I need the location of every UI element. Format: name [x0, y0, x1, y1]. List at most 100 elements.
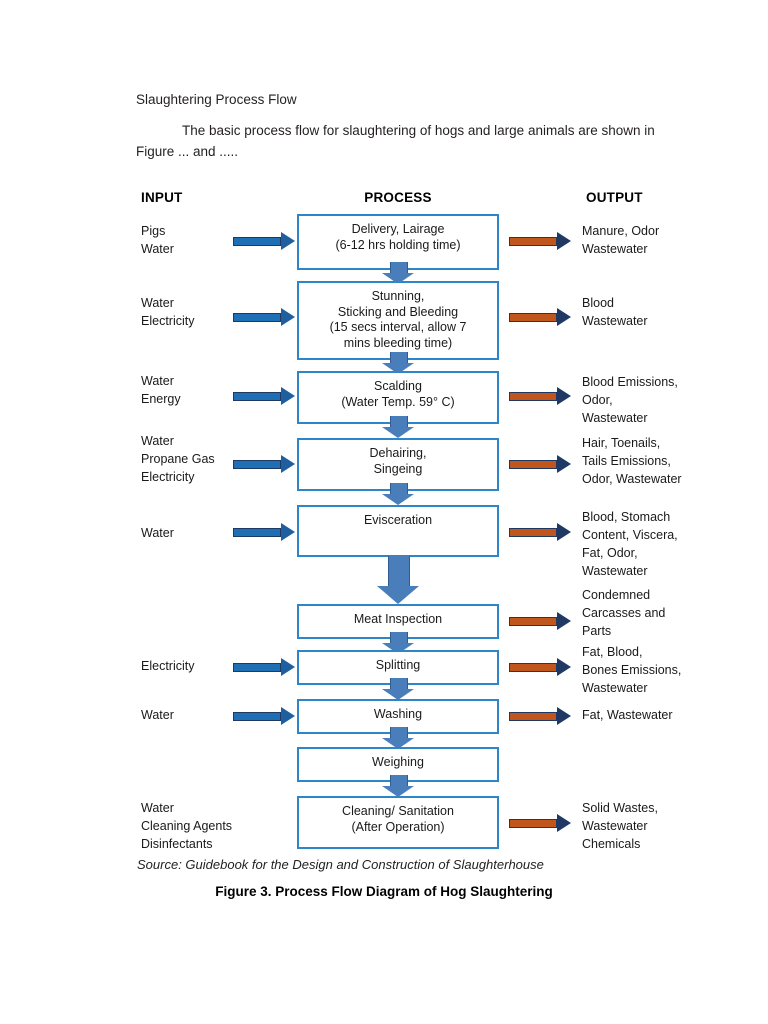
arrow-head [382, 363, 414, 374]
node-line: Stunning, [371, 289, 425, 303]
source-note: Source: Guidebook for the Design and Con… [137, 857, 544, 872]
arrow-head [557, 658, 571, 676]
output-label: Blood [582, 296, 614, 310]
output-label: Wastewater [582, 411, 648, 425]
node-line: Evisceration [363, 513, 433, 527]
output-label: Wastewater [582, 681, 648, 695]
arrow-head [281, 523, 295, 541]
arrow-shaft [509, 313, 557, 322]
process-node-splitting[interactable]: Splitting [297, 650, 499, 685]
output-label: Wastewater [582, 314, 648, 328]
output-label: Hair, Toenails, [582, 436, 661, 450]
arrow-head [557, 523, 571, 541]
input-group-splitting: Electricity [141, 657, 291, 675]
process-node-meat-inspection[interactable]: Meat Inspection [297, 604, 499, 639]
intro-paragraph: The basic process flow for slaughtering … [136, 123, 655, 159]
output-label: Fat, Blood, [582, 645, 643, 659]
arrow-shaft [233, 712, 281, 721]
output-label: Fat, Wastewater [582, 708, 673, 722]
input-label: Water [141, 242, 174, 256]
node-line: Dehairing, [369, 446, 427, 460]
process-node-cleaning-sanitation[interactable]: Cleaning/ Sanitation (After Operation) [297, 796, 499, 849]
arrow-head [377, 586, 419, 604]
output-group-washing: Fat, Wastewater [582, 706, 742, 724]
connector-arrow-down [382, 775, 414, 797]
node-line: (15 secs interval, allow 7 [329, 320, 467, 334]
arrow-shaft [233, 663, 281, 672]
arrow-shaft [390, 632, 408, 643]
output-label: Odor, [582, 393, 613, 407]
connector-arrow-down [382, 632, 414, 654]
figure-caption: Figure 3. Process Flow Diagram of Hog Sl… [215, 884, 553, 899]
output-label: Bones Emissions, [582, 663, 682, 677]
process-node-stunning-bleeding[interactable]: Stunning, Sticking and Bleeding (15 secs… [297, 281, 499, 360]
output-label: Fat, Odor, [582, 546, 638, 560]
output-group-meat-inspection: Condemned Carcasses and Parts [582, 586, 742, 640]
output-arrow-evisceration [509, 523, 571, 541]
arrow-shaft [390, 775, 408, 786]
node-line: Singeing [373, 461, 423, 476]
arrow-head [382, 494, 414, 505]
node-line: (6-12 hrs holding time) [335, 237, 461, 252]
input-label: Water [141, 801, 174, 815]
process-node-dehairing-singeing[interactable]: Dehairing, Singeing [297, 438, 499, 491]
node-line: Scalding [374, 379, 422, 393]
input-arrow-dehairing-singeing [233, 455, 295, 473]
arrow-head [382, 273, 414, 284]
input-arrow-washing [233, 707, 295, 725]
output-label: Wastewater [582, 564, 648, 578]
arrow-shaft [509, 392, 557, 401]
arrow-head [281, 387, 295, 405]
input-group-cleaning-sanitation: Water Cleaning Agents Disinfectants [141, 799, 291, 853]
arrow-head [281, 308, 295, 326]
output-label: Manure, Odor [582, 224, 660, 238]
column-header-output: OUTPUT [586, 190, 643, 205]
input-group-dehairing-singeing: Water Propane Gas Electricity [141, 432, 291, 486]
input-arrow-delivery-lairage [233, 232, 295, 250]
process-node-weighing[interactable]: Weighing [297, 747, 499, 782]
arrow-shaft [390, 727, 408, 738]
output-arrow-splitting [509, 658, 571, 676]
output-label: Carcasses and [582, 606, 666, 620]
node-line: Washing [373, 707, 423, 721]
arrow-shaft [509, 712, 557, 721]
input-label: Water [141, 708, 174, 722]
output-group-delivery-lairage: Manure, Odor Wastewater [582, 222, 742, 258]
process-node-evisceration[interactable]: Evisceration [297, 505, 499, 557]
arrow-head [281, 232, 295, 250]
arrow-head [557, 455, 571, 473]
output-label: Tails Emissions, [582, 454, 671, 468]
connector-arrow-down [382, 727, 414, 749]
output-label: Condemned [582, 588, 651, 602]
arrow-head [557, 308, 571, 326]
input-label: Cleaning Agents [141, 819, 233, 833]
arrow-head [281, 815, 295, 833]
output-label: Wastewater [582, 242, 648, 256]
process-node-scalding[interactable]: Scalding (Water Temp. 59° C) [297, 371, 499, 424]
node-line: (After Operation) [351, 819, 445, 834]
arrow-head [382, 689, 414, 700]
output-arrow-scalding [509, 387, 571, 405]
input-label: Propane Gas [141, 452, 215, 466]
node-line: Cleaning/ Sanitation [342, 804, 454, 818]
output-group-scalding: Blood Emissions, Odor, Wastewater [582, 373, 742, 427]
input-label: Water [141, 296, 174, 310]
output-arrow-meat-inspection [509, 612, 571, 630]
arrow-head [281, 707, 295, 725]
output-label: Content, Viscera, [582, 528, 678, 542]
output-arrow-stunning-bleeding [509, 308, 571, 326]
arrow-head [281, 455, 295, 473]
arrow-shaft [390, 678, 408, 689]
output-arrow-dehairing-singeing [509, 455, 571, 473]
arrow-shaft [390, 483, 408, 494]
column-header-process: PROCESS [364, 190, 432, 205]
input-arrow-stunning-bleeding [233, 308, 295, 326]
arrow-head [557, 707, 571, 725]
input-group-stunning-bleeding: Water Electricity [141, 294, 291, 330]
arrow-shaft [509, 460, 557, 469]
process-node-delivery-lairage[interactable]: Delivery, Lairage (6-12 hrs holding time… [297, 214, 499, 270]
input-label: Water [141, 526, 174, 540]
node-line: Delivery, Lairage [351, 222, 445, 236]
arrow-shaft [390, 416, 408, 427]
